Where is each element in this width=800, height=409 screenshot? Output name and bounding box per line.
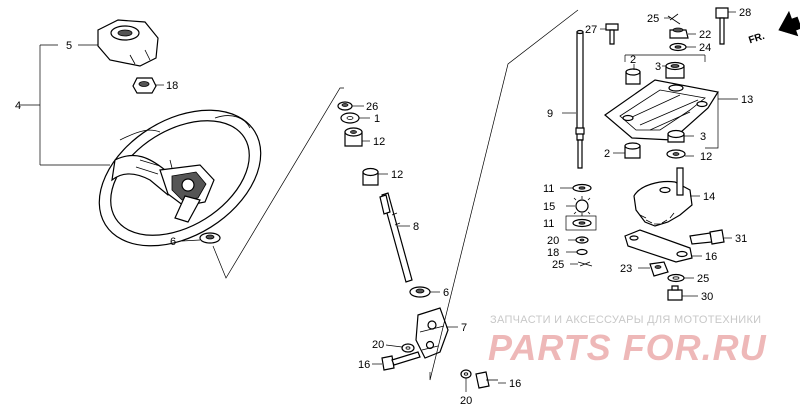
label-17-bottom: 16 [509,378,521,390]
label-21-bottom: 20 [460,395,472,407]
bracket-top [624,54,706,62]
label-11-lower: 11 [543,218,554,230]
label-4: 4 [15,100,21,112]
label-5: 5 [66,40,72,52]
label-9: 9 [547,108,553,120]
washer-25-part [667,273,685,283]
label-31: 31 [735,233,747,245]
label-6-left: 6 [170,236,176,248]
label-27: 26 [366,101,378,113]
forward-direction-arrow [778,10,800,37]
bushing-3-upper-part [665,61,685,79]
bolt-28-part [605,23,619,45]
label-14: 14 [703,191,715,203]
pin-26-lower-part [577,261,593,267]
washer-1-part [340,112,360,124]
label-16: 16 [705,251,717,263]
watermark-caption: ЗАПЧАСТИ И АКСЕССУАРЫ ДЛЯ МОТОТЕХНИКИ [490,314,762,326]
label-18: 18 [547,247,559,259]
label-12-upper: 12 [373,136,385,148]
label-fr: FR. [747,31,766,47]
washer-21-left-part [401,343,415,353]
bracket-4 [39,44,110,166]
washer-11-lower-part [572,218,592,228]
label-3-upper: 3 [655,61,661,73]
label-30: 30 [701,291,713,303]
gearbox-housing-13-part [604,79,719,141]
pinion-gear-15-part [573,196,591,216]
label-26-top: 25 [647,13,659,25]
bushing-12-lower-part [362,167,379,186]
washer-24-part [669,42,687,52]
label-12-lower: 12 [391,169,403,181]
steering-wheel-part [98,109,262,247]
bushing-2-upper-part [625,68,641,85]
label-13: 13 [741,94,753,106]
washer-10-part [666,149,686,159]
label-21-left: 20 [372,339,384,351]
label-10: 12 [700,151,712,163]
label-15: 15 [543,201,555,213]
washer-21-bottom-part [460,369,472,379]
label-3-lower: 3 [700,131,706,143]
label-20: 20 [547,235,559,247]
bolt-17-bottom-part [475,371,498,389]
label-19: 18 [166,80,178,92]
washer-11-upper-part [572,183,592,193]
label-7: 7 [461,322,467,334]
washer-6-left-part [199,232,221,244]
bolt-29-part [715,7,729,45]
label-24: 24 [699,42,711,54]
label-23: 23 [620,263,632,275]
washer-6-mid-part [409,286,431,298]
bracket-right [705,92,719,149]
leader-21-left [385,344,403,348]
sector-gear-14-part [633,167,693,227]
leader-6-left [181,239,201,242]
bolt-17-left-part [381,351,421,371]
box-11-lower [565,215,597,231]
steering-shaft-8-part [379,192,413,283]
nut-27-part [337,101,353,111]
label-1: 1 [374,113,380,125]
pin-26-top-part [667,13,681,25]
bushing-3-lower-part [667,129,685,143]
label-11-upper: 11 [543,183,554,195]
leader-wheel-column [212,87,344,279]
label-2-upper: 2 [630,54,636,66]
label-8: 8 [413,221,419,233]
bushing-12-upper-part [344,127,363,147]
bushing-2-lower-part [624,142,641,159]
nut-19-part [132,77,157,94]
nut-23-part [649,261,669,277]
label-25: 25 [697,273,709,285]
label-26-lower: 25 [552,259,564,271]
bolt-30-part [667,285,683,301]
washer-20-part [575,236,589,244]
bolt-31-part [689,229,725,245]
watermark-logo: PARTS FOR.RU [488,327,767,368]
shaft-9-part [575,29,585,169]
washer-18-part [576,248,588,256]
pitman-arm-16-part [624,229,693,263]
label-28: 27 [585,24,597,36]
label-22: 22 [699,29,711,41]
leader-column-upper [429,9,579,381]
label-6-mid: 6 [443,287,449,299]
nut-22-part [669,27,689,39]
steering-cover-part [97,19,159,67]
label-2-lower: 2 [604,148,610,160]
label-17-left: 16 [358,359,370,371]
universal-joint-7-part [415,307,449,359]
label-29: 28 [739,7,751,19]
